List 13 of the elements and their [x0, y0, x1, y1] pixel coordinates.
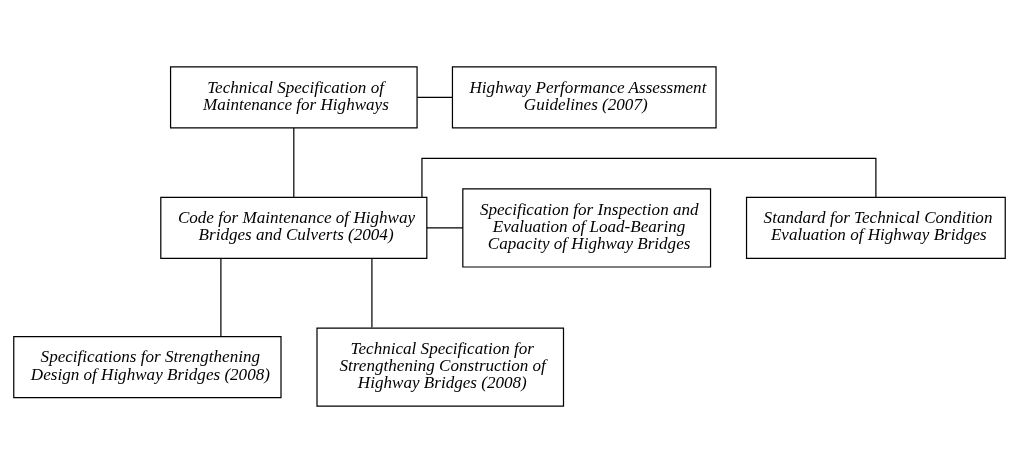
- node-box: Highway Performance Assessment Guidelines (2007): [451, 65, 717, 128]
- node-box: Technical Specification of Maintenance for Highways: [169, 65, 418, 128]
- node-box: Standard for Technical Condition Evaluation of Highway Bridges: [745, 196, 1006, 259]
- connector: [416, 96, 453, 98]
- connector: [220, 257, 222, 337]
- node-box: Specification for Inspection and Evaluation of Load-Bearing Capacity of Highway Bridges: [462, 187, 712, 268]
- connector: [293, 126, 295, 198]
- node-box: Code for Maintenance of Highway Bridges and Culverts (2004): [160, 196, 428, 259]
- node-box: Specifications for Strengthening Design of Highway Bridges (2008): [13, 335, 282, 398]
- connector: [421, 157, 877, 198]
- connector: [371, 257, 373, 328]
- node-box: Technical Specification for Strengthening Construction of Highway Bridges (2008): [316, 326, 565, 407]
- connector: [426, 226, 464, 229]
